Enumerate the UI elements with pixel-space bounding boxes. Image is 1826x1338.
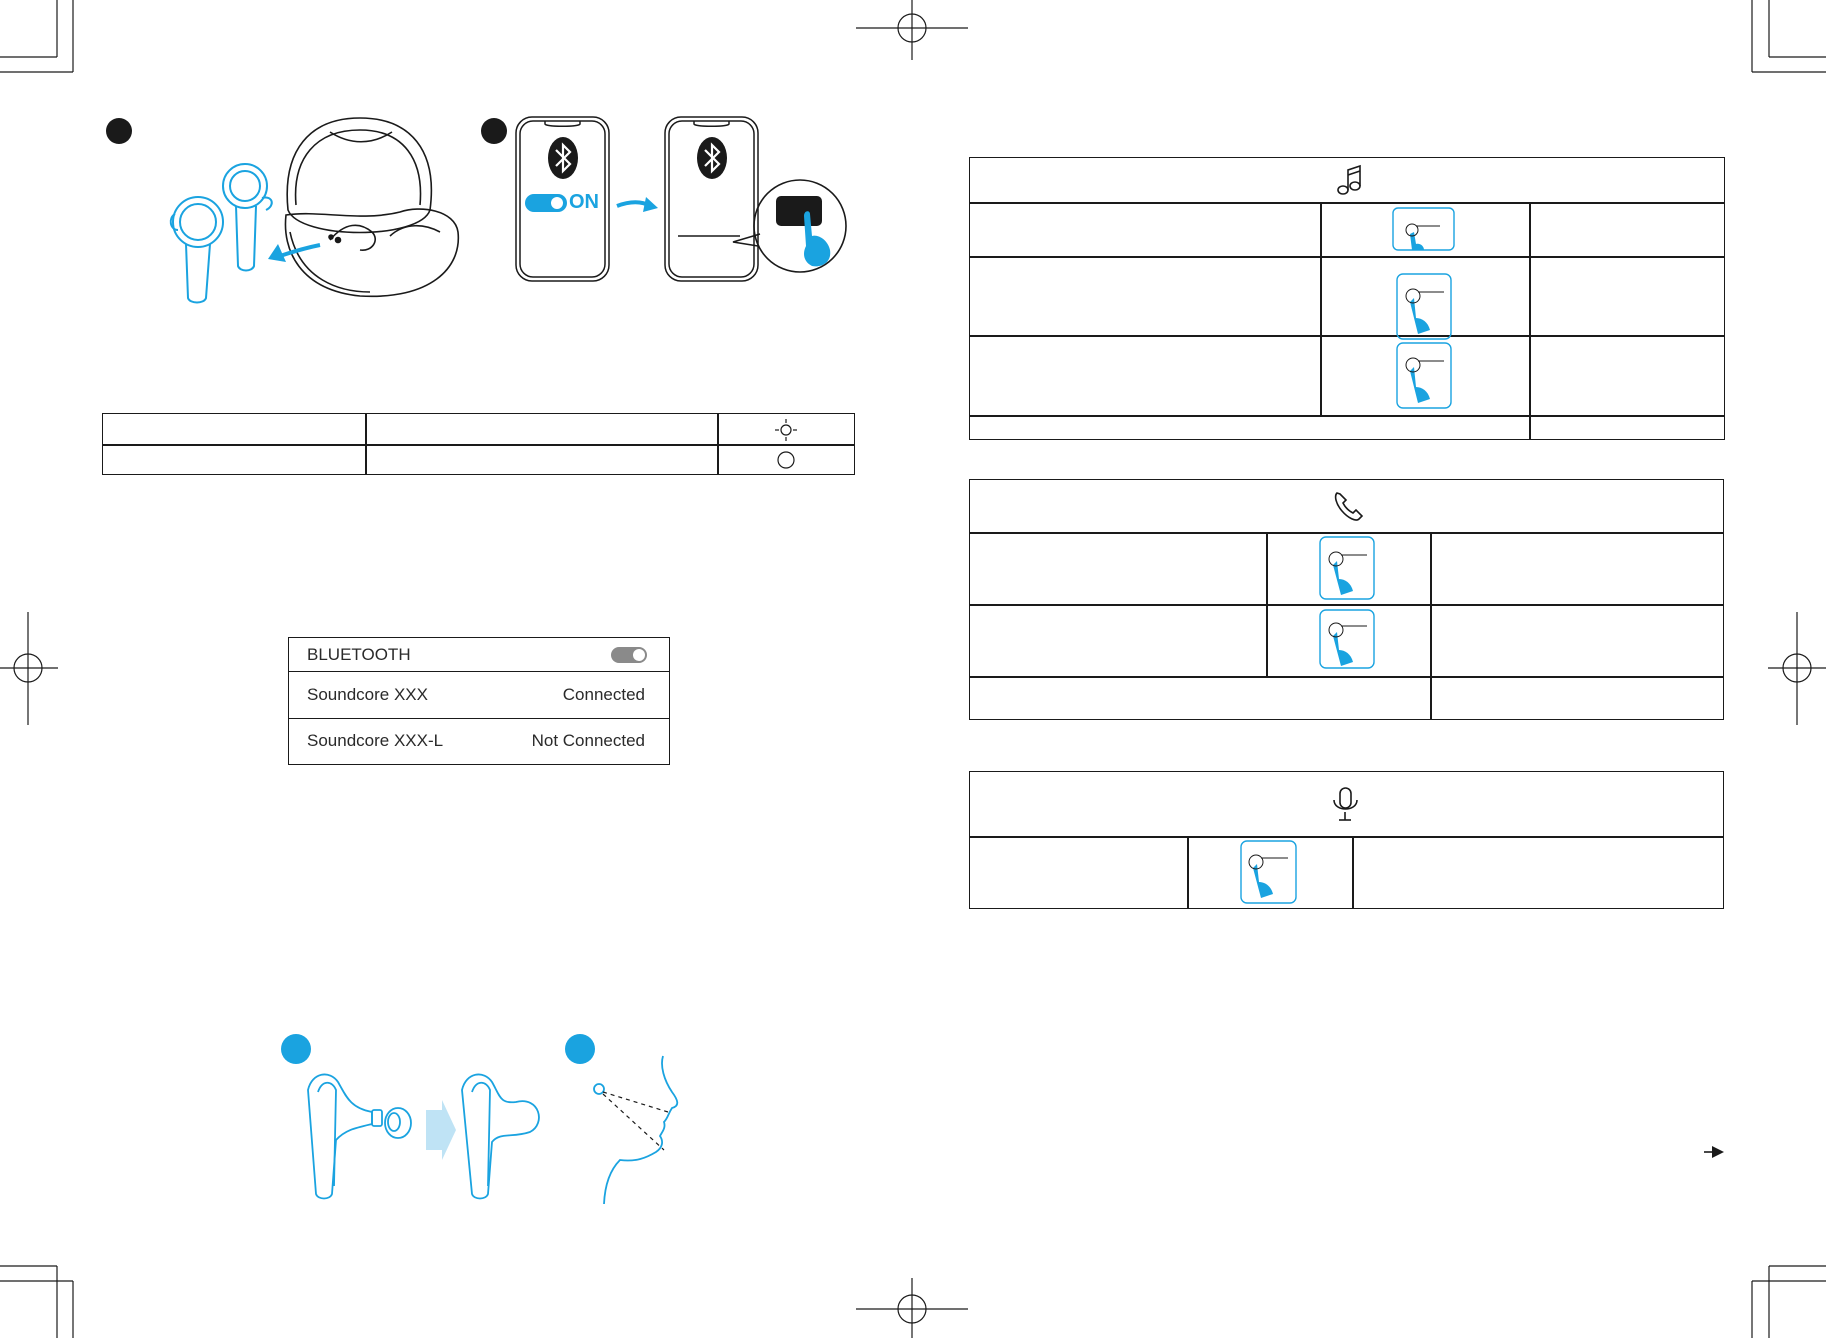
bluetooth-toggle[interactable]: [611, 646, 647, 663]
step-marker-d: [565, 1034, 595, 1064]
voice-assistant-table: [969, 771, 1724, 909]
arrow-right-icon: [1704, 1146, 1724, 1158]
device-name: Soundcore XXX: [307, 684, 428, 704]
led-status-table: [102, 413, 855, 475]
call-controls-table: [969, 479, 1724, 720]
device-status: Connected: [562, 684, 645, 704]
device-name: Soundcore XXX-L: [307, 731, 444, 750]
device-row[interactable]: Soundcore XXX Connected: [289, 671, 669, 719]
phone-icon: [1334, 492, 1364, 521]
device-status: Not Connected: [531, 731, 645, 750]
step-marker-a: [106, 118, 132, 144]
bluetooth-header: BLUETOOTH: [289, 638, 669, 672]
music-note-icon: [1337, 164, 1361, 195]
toggle-switch-icon: [525, 194, 567, 212]
toggle-on-label: ON: [569, 191, 599, 213]
step-marker-b: [481, 118, 507, 144]
tap-hand-icon: [804, 211, 831, 267]
microphone-icon: [1333, 787, 1358, 821]
bluetooth-device-list: BLUETOOTH Soundcore XXX Connected Soundc…: [288, 637, 670, 765]
bluetooth-icon: [697, 137, 727, 179]
bluetooth-header-label: BLUETOOTH: [307, 644, 411, 664]
music-controls-table: [969, 157, 1725, 440]
step-marker-c: [281, 1034, 311, 1064]
light-blink-icon: [775, 419, 797, 441]
device-row[interactable]: Soundcore XXX-L Not Connected: [289, 718, 669, 764]
light-off-icon: [777, 451, 795, 469]
bluetooth-icon: [548, 137, 578, 179]
